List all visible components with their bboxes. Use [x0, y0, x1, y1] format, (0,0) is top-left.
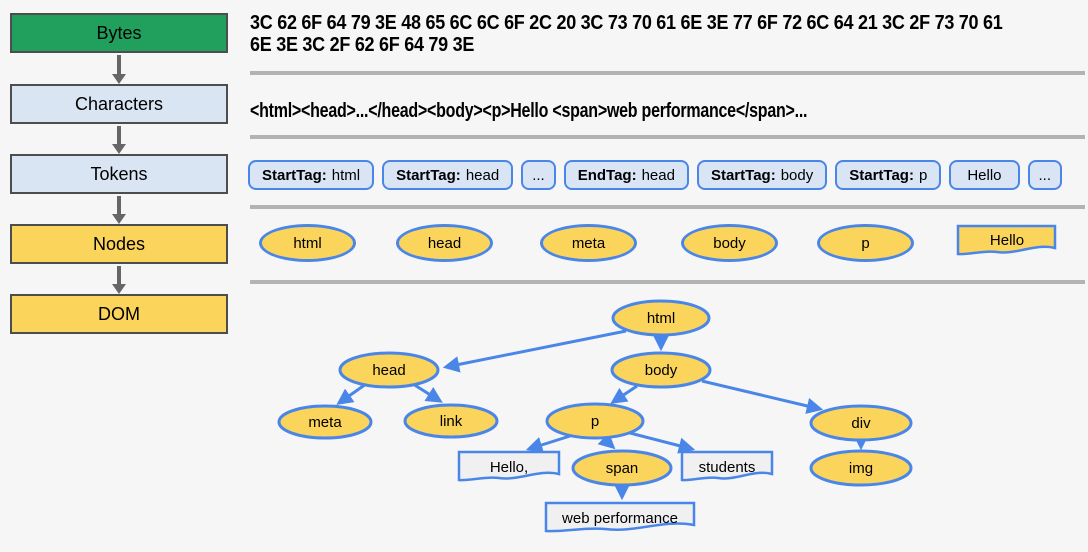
- bytes-hex-line1: 3C 62 6F 64 79 3E 48 65 6C 6C 6F 2C 20 3…: [250, 12, 1003, 34]
- divider-line: [250, 71, 1085, 75]
- stage-dom-label: DOM: [98, 303, 140, 324]
- tree-node-link: link: [403, 403, 499, 439]
- tree-node-body: body: [610, 351, 712, 389]
- tree-node-html: html: [611, 299, 711, 337]
- node-body: body: [681, 224, 778, 262]
- stage-tokens-label: Tokens: [90, 163, 148, 184]
- token-value: html: [331, 166, 361, 184]
- token-value: ...: [532, 166, 545, 184]
- tree-node-label: div: [851, 415, 871, 432]
- tree-node-img: img: [809, 449, 913, 487]
- node-label: html: [293, 234, 322, 252]
- tree-node-label: html: [647, 310, 675, 327]
- stage-characters-label: Characters: [74, 93, 164, 114]
- tree-node-meta: meta: [277, 404, 373, 440]
- node-label: p: [861, 234, 870, 252]
- tree-node-label: span: [606, 460, 639, 477]
- token-label: StartTag:: [710, 166, 776, 184]
- tree-node-label: body: [645, 362, 678, 379]
- tree-textnode-students: students: [680, 450, 774, 482]
- stage-tokens: Tokens: [10, 154, 228, 194]
- bytes-hex-line2: 6E 3E 3C 2F 62 6F 64 79 3E: [250, 34, 475, 56]
- token-label: StartTag:: [849, 166, 914, 184]
- divider-line: [250, 280, 1085, 284]
- token-value: body: [780, 166, 814, 184]
- down-arrow-icon: [112, 266, 126, 294]
- token-value: p: [918, 166, 928, 184]
- stage-characters: Characters: [10, 84, 228, 124]
- tree-node-label: students: [699, 459, 756, 476]
- token-label: StartTag:: [262, 166, 327, 184]
- stage-bytes-label: Bytes: [96, 22, 142, 43]
- down-arrow-icon: [112, 196, 126, 224]
- token-value: Hello: [967, 166, 1002, 184]
- tree-node-label: Hello,: [490, 459, 528, 476]
- tree-node-label: meta: [308, 414, 342, 431]
- stage-nodes: Nodes: [10, 224, 228, 264]
- token-starttag-html: StartTag:html: [248, 160, 375, 190]
- tree-node-span: span: [571, 449, 673, 487]
- tree-node-label: img: [849, 460, 873, 477]
- node-label: Hello: [990, 232, 1024, 249]
- divider-line: [250, 205, 1085, 209]
- node-html: html: [259, 224, 356, 262]
- divider-line: [250, 135, 1085, 139]
- characters-text: <html><head>...</head><body><p>Hello <sp…: [250, 100, 808, 122]
- bytes-hex-text: 3C 62 6F 64 79 3E 48 65 6C 6C 6F 2C 20 3…: [250, 12, 1003, 56]
- token-ellipsis: ...: [1027, 160, 1063, 190]
- tree-textnode-hello: Hello,: [457, 450, 561, 482]
- tree-node-p: p: [545, 402, 645, 440]
- node-hello-text: Hello: [956, 224, 1057, 256]
- token-starttag-body: StartTag:body: [696, 160, 828, 190]
- stage-nodes-label: Nodes: [92, 233, 146, 254]
- tree-edges: [336, 329, 870, 501]
- down-arrow-icon: [112, 126, 126, 154]
- token-value: ...: [1038, 166, 1052, 184]
- node-label: head: [427, 234, 462, 252]
- token-ellipsis: ...: [521, 160, 556, 190]
- node-p: p: [817, 224, 914, 262]
- tree-node-head: head: [338, 351, 440, 389]
- tree-node-label: head: [372, 362, 405, 379]
- token-hello: Hello: [949, 160, 1020, 190]
- node-meta: meta: [540, 224, 637, 262]
- tree-textnode-web-performance: web performance: [544, 501, 696, 533]
- tree-node-label: web performance: [561, 510, 678, 527]
- node-head: head: [396, 224, 493, 262]
- token-starttag-head: StartTag:head: [382, 160, 514, 190]
- down-arrow-icon: [112, 55, 126, 84]
- stage-dom: DOM: [10, 294, 228, 334]
- tree-node-label: link: [440, 413, 463, 430]
- tree-node-div: div: [809, 404, 913, 442]
- node-label: meta: [571, 234, 606, 252]
- token-endtag-head: EndTag:head: [563, 160, 689, 190]
- token-starttag-p: StartTag:p: [835, 160, 942, 190]
- tree-node-label: p: [591, 413, 599, 430]
- token-value: head: [465, 166, 500, 184]
- token-value: head: [641, 166, 675, 184]
- token-label: EndTag:: [577, 166, 637, 184]
- node-label: body: [713, 234, 746, 252]
- token-row: StartTag:html StartTag:head ... EndTag:h…: [248, 160, 1078, 190]
- token-label: StartTag:: [396, 166, 461, 184]
- stage-bytes: Bytes: [10, 13, 228, 53]
